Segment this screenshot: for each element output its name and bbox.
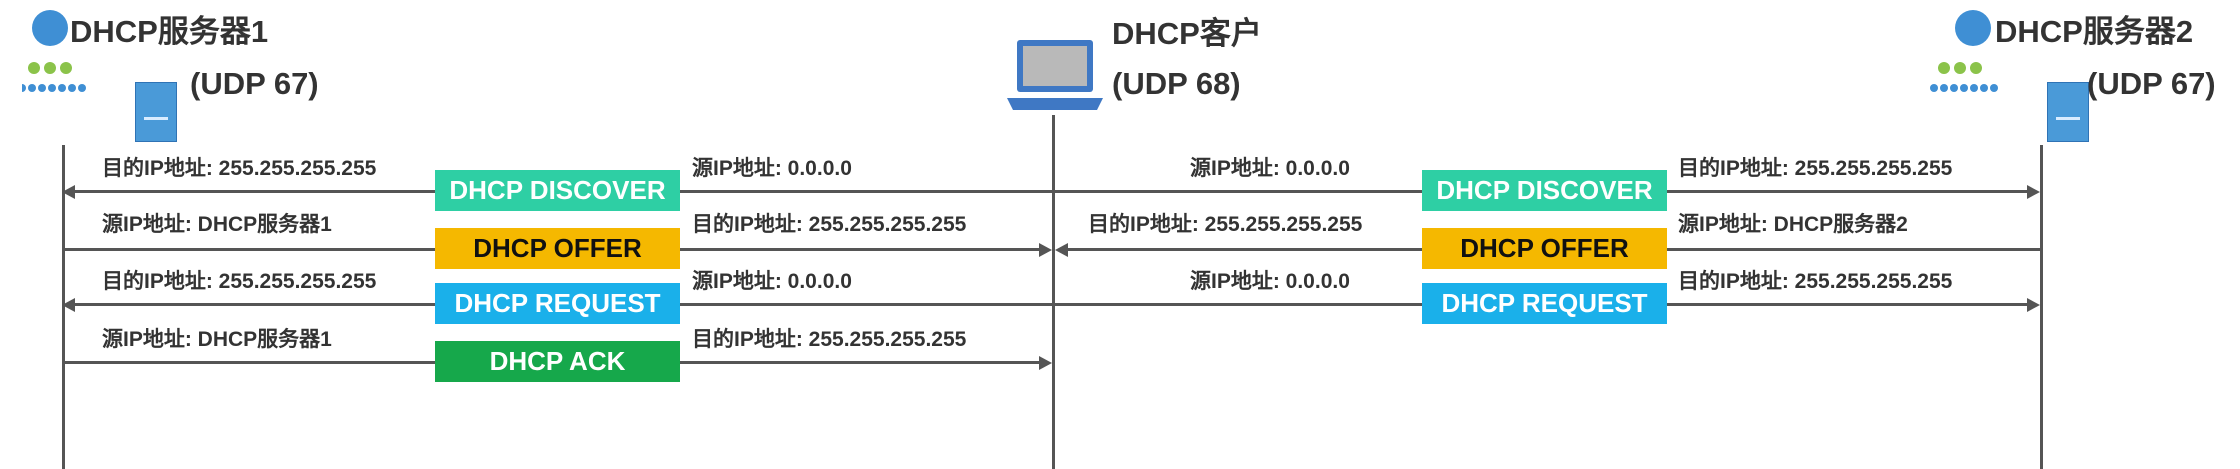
server-icon bbox=[2047, 82, 2089, 142]
arrowhead bbox=[62, 298, 75, 312]
server2-node: DHCP服务器2 (UDP 67) bbox=[1905, 0, 2240, 150]
server-icon bbox=[135, 82, 177, 142]
globe-icon bbox=[1955, 10, 1991, 46]
offer-message-right: DHCP OFFER bbox=[1422, 228, 1667, 269]
server1-title: DHCP服务器1 bbox=[70, 14, 269, 49]
client-node: DHCP客户 (UDP 68) bbox=[990, 0, 1310, 115]
offer-src-label: 源IP地址: DHCP服务器1 bbox=[102, 213, 332, 236]
people-icon bbox=[1930, 60, 2010, 100]
ack-message: DHCP ACK bbox=[435, 341, 680, 382]
client-lifeline bbox=[1052, 115, 1055, 469]
offer-dst-label: 目的IP地址: 255.255.255.255 bbox=[692, 213, 967, 236]
client-title: DHCP客户 bbox=[1112, 16, 1262, 51]
offer-message-left: DHCP OFFER bbox=[435, 228, 680, 269]
discover-message-right: DHCP DISCOVER bbox=[1422, 170, 1667, 211]
globe-icon bbox=[32, 10, 68, 46]
discover-src-label-right: 源IP地址: 0.0.0.0 bbox=[1190, 157, 1350, 180]
request-src-label: 源IP地址: 0.0.0.0 bbox=[692, 270, 852, 293]
discover-dst-label-right: 目的IP地址: 255.255.255.255 bbox=[1678, 157, 1953, 180]
ack-dst-label: 目的IP地址: 255.255.255.255 bbox=[692, 328, 967, 351]
arrowhead bbox=[2027, 298, 2040, 312]
discover-src-label: 源IP地址: 0.0.0.0 bbox=[692, 157, 852, 180]
arrowhead bbox=[2027, 185, 2040, 199]
discover-message-left: DHCP DISCOVER bbox=[435, 170, 680, 211]
arrowhead bbox=[1039, 356, 1052, 370]
offer-dst-label-right: 目的IP地址: 255.255.255.255 bbox=[1088, 213, 1363, 236]
request-message-right: DHCP REQUEST bbox=[1422, 283, 1667, 324]
server1-node: DHCP服务器1 (UDP 67) bbox=[0, 0, 360, 142]
request-dst-label-right: 目的IP地址: 255.255.255.255 bbox=[1678, 270, 1953, 293]
discover-dst-label: 目的IP地址: 255.255.255.255 bbox=[102, 157, 377, 180]
arrowhead bbox=[1039, 243, 1052, 257]
server1-port: (UDP 67) bbox=[190, 66, 319, 101]
server2-lifeline bbox=[2040, 145, 2043, 469]
server2-title: DHCP服务器2 bbox=[1995, 14, 2194, 49]
request-dst-label: 目的IP地址: 255.255.255.255 bbox=[102, 270, 377, 293]
server2-port: (UDP 67) bbox=[2087, 66, 2216, 101]
arrowhead bbox=[62, 185, 75, 199]
request-message-left: DHCP REQUEST bbox=[435, 283, 680, 324]
request-src-label-right: 源IP地址: 0.0.0.0 bbox=[1190, 270, 1350, 293]
offer-src-label-right: 源IP地址: DHCP服务器2 bbox=[1678, 213, 1908, 236]
ack-src-label: 源IP地址: DHCP服务器1 bbox=[102, 328, 332, 351]
arrowhead bbox=[1055, 243, 1068, 257]
people-icon bbox=[18, 60, 102, 100]
client-port: (UDP 68) bbox=[1112, 66, 1241, 101]
laptop-icon bbox=[1005, 38, 1105, 114]
